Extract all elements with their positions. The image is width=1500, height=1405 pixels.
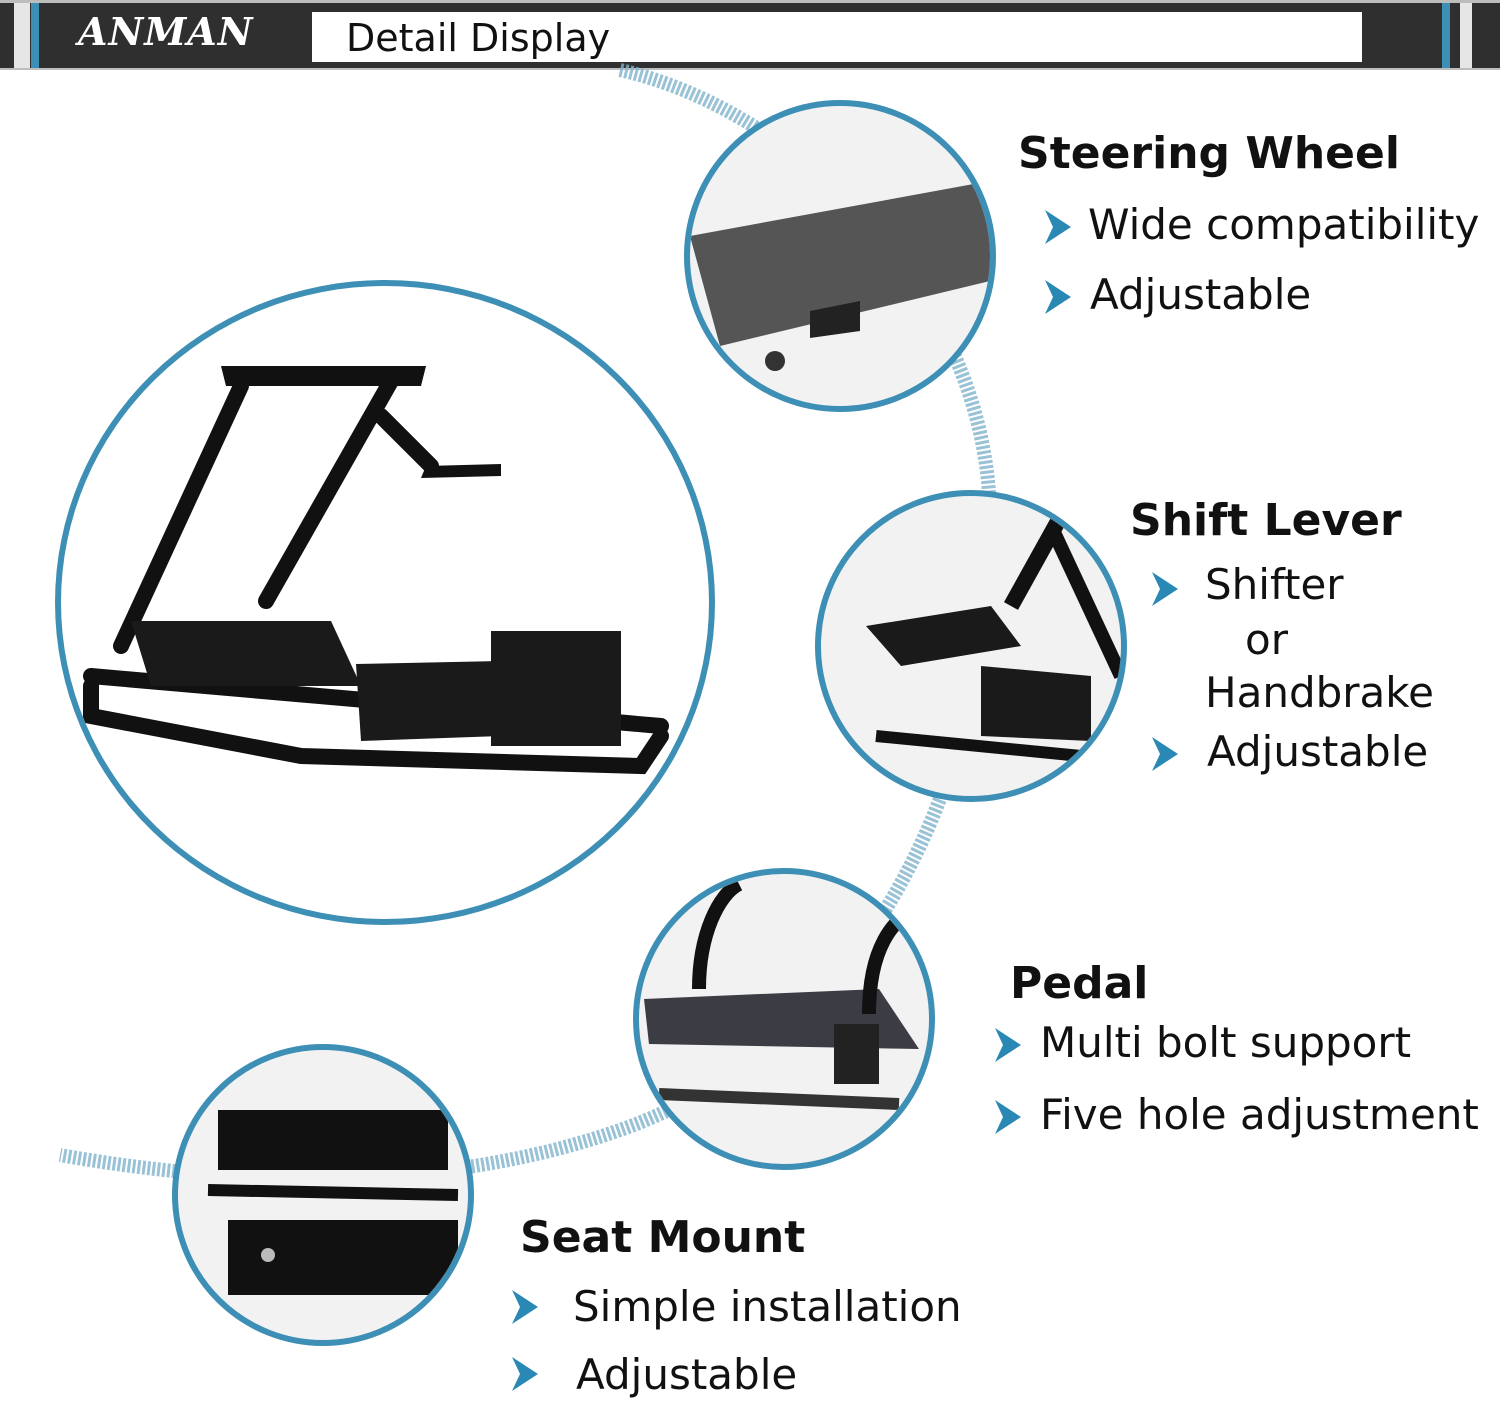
feature-item: Handbrake [1205, 668, 1434, 717]
feature-item: Adjustable [576, 1350, 798, 1399]
header-banner: ANMAN Detail Display [0, 0, 1500, 70]
feature-title-seat-mount: Seat Mount [520, 1212, 806, 1263]
seat-bracket-illustration [207, 1110, 459, 1295]
chevron-right-icon [1045, 280, 1071, 314]
feature-item: Five hole adjustment [1040, 1090, 1479, 1139]
chevron-right-icon [995, 1100, 1021, 1134]
shift-lever-image [815, 490, 1127, 802]
feature-item: Adjustable [1207, 727, 1429, 776]
chevron-right-icon [512, 1290, 538, 1324]
steering-plate-illustration [690, 181, 990, 371]
steering-wheel-image [684, 100, 996, 412]
pedal-plate-illustration [644, 877, 929, 1110]
chevron-right-icon [1045, 210, 1071, 244]
shift-plate-illustration [866, 512, 1121, 762]
feature-title-pedal: Pedal [1010, 958, 1149, 1009]
feature-item: Multi bolt support [1040, 1018, 1412, 1067]
feature-item: Shifter [1205, 560, 1344, 609]
pedal-image [633, 868, 935, 1170]
chevron-right-icon [1152, 737, 1178, 771]
feature-item: Wide compatibility [1088, 200, 1480, 249]
chevron-right-icon [1152, 572, 1178, 606]
feature-title-shift-lever: Shift Lever [1130, 495, 1402, 546]
feature-item: Simple installation [573, 1282, 962, 1331]
chevron-right-icon [512, 1357, 538, 1391]
cockpit-frame-illustration [83, 366, 669, 775]
header-stripe-left-light [14, 3, 30, 68]
seat-mount-image [172, 1044, 474, 1346]
header-stripe-right-blue [1442, 3, 1450, 68]
feature-title-steering-wheel: Steering Wheel [1018, 128, 1400, 179]
feature-item: Adjustable [1090, 270, 1312, 319]
chevron-right-icon [995, 1028, 1021, 1062]
page-title: Detail Display [346, 16, 611, 60]
feature-item: or [1245, 615, 1288, 664]
brand-logo: ANMAN [78, 9, 254, 54]
main-product-image [55, 280, 715, 925]
header-stripe-right-light [1460, 3, 1472, 68]
header-stripe-left-blue [31, 3, 39, 68]
title-box: Detail Display [312, 12, 1362, 62]
